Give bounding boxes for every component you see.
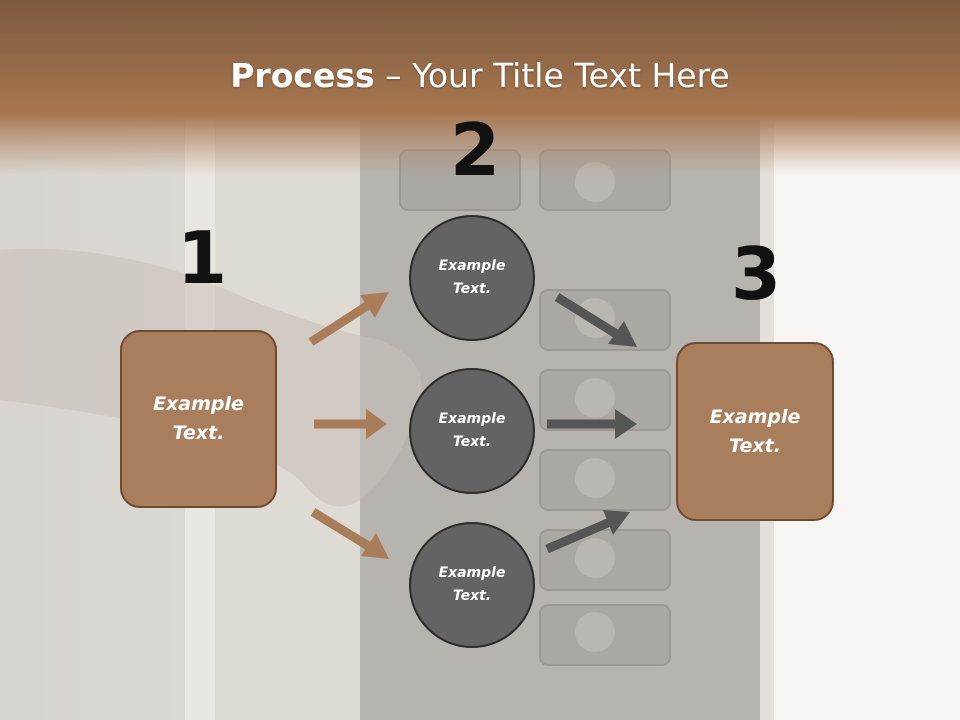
arrow-right-up (554, 293, 637, 347)
arrow-left-down (310, 508, 389, 559)
arrow-right-down (545, 510, 630, 554)
step-1-box: Example Text. (120, 330, 277, 508)
slide-title: Process – Your Title Text Here (0, 56, 960, 95)
title-bold: Process (230, 56, 375, 95)
step-number-3: 3 (731, 232, 782, 316)
title-rest: – Your Title Text Here (374, 56, 730, 95)
step-number-1: 1 (177, 216, 228, 300)
arrow-left-middle (314, 409, 387, 439)
step-2-circle-bottom: Example Text. (409, 522, 535, 648)
step-3-box: Example Text. (676, 342, 834, 521)
arrow-right-middle (547, 409, 637, 439)
arrow-left-up (308, 292, 389, 346)
step-2-circle-middle: Example Text. (409, 368, 535, 494)
step-number-2: 2 (450, 108, 501, 192)
step-2-circle-top: Example Text. (409, 215, 535, 341)
